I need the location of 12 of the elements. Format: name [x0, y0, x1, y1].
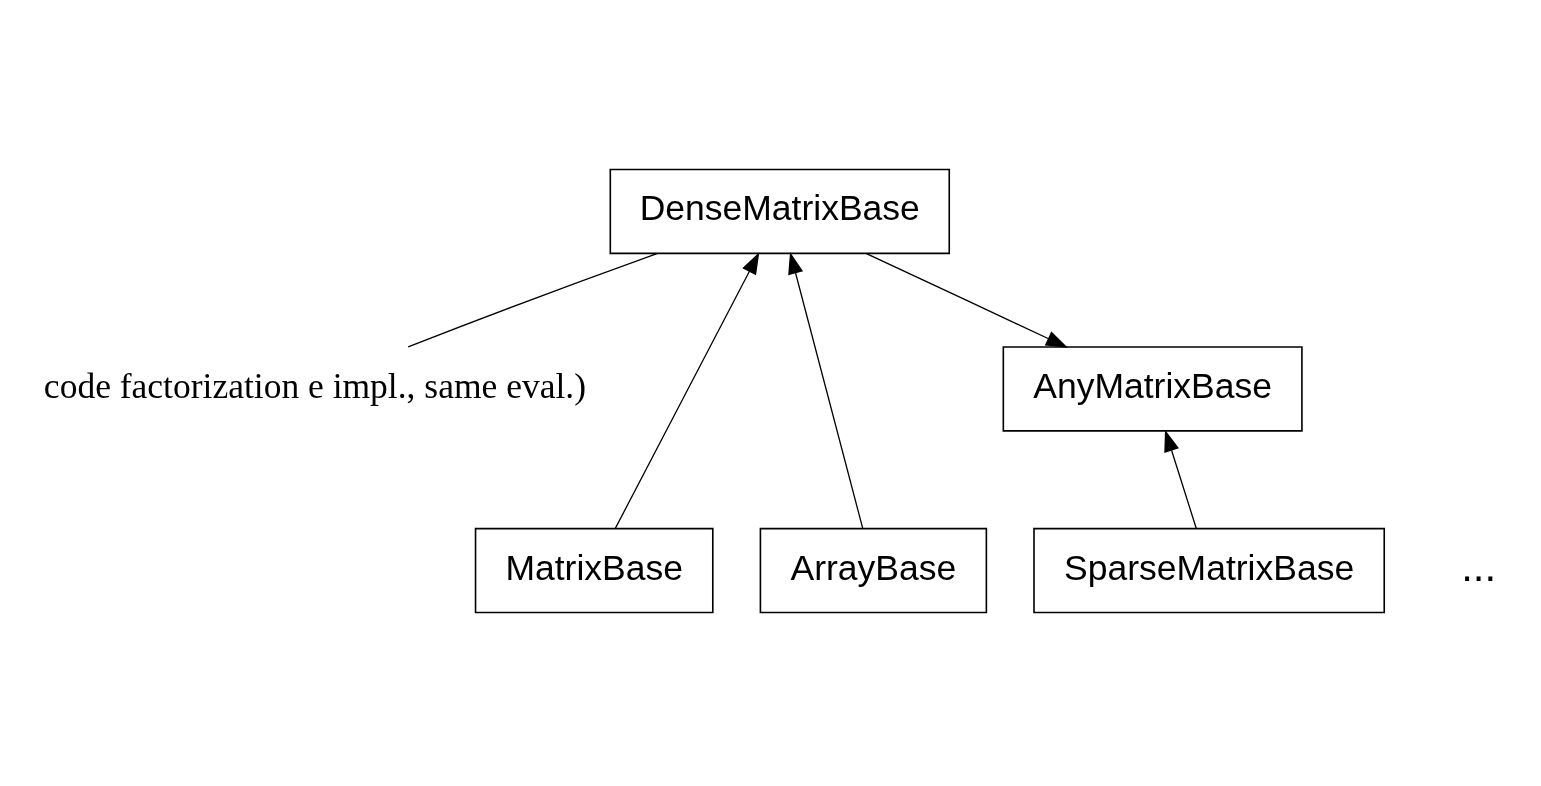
node-text: code factorization e impl., same eval.): [43, 366, 586, 406]
arrow: [865, 252, 1068, 348]
connector: [407, 252, 659, 348]
node-box: DenseMatrixBase: [609, 168, 951, 255]
arrow: [614, 252, 760, 529]
node-box: SparseMatrixBase: [1033, 527, 1386, 614]
arrow: [1164, 429, 1197, 530]
label: ...: [1461, 542, 1497, 590]
node-box: AnyMatrixBase: [1002, 346, 1303, 432]
arrow: [788, 252, 864, 529]
node-box: ArrayBase: [759, 527, 988, 614]
node-box: MatrixBase: [474, 527, 714, 614]
